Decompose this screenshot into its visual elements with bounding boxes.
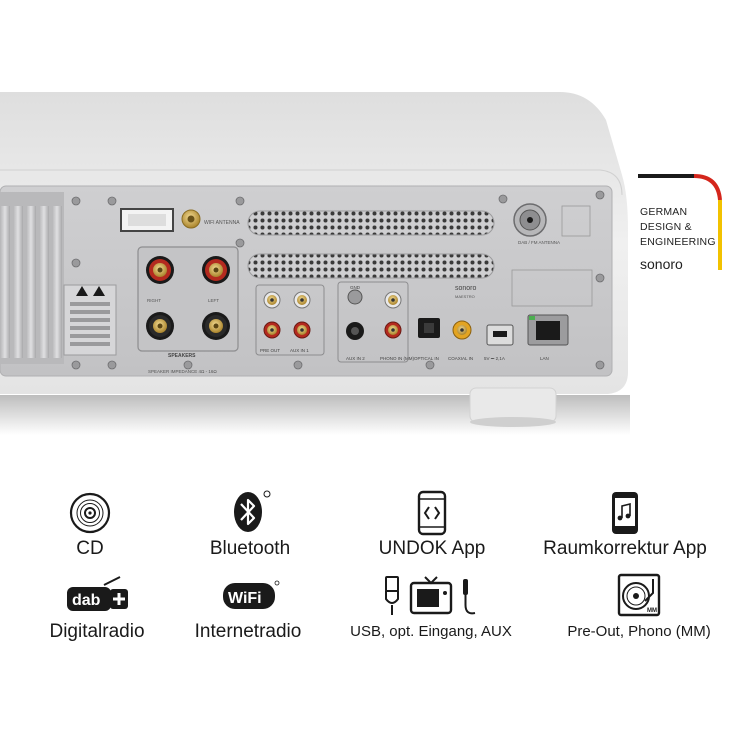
dab-icon-text: dab [72, 592, 101, 609]
left-label: LEFT [208, 298, 219, 303]
feature-cd: CD [40, 490, 140, 560]
coaxial-label: COAXIAL IN [448, 356, 473, 361]
bluetooth-icon [234, 490, 271, 532]
feature-internetradio-label: Internetradio [194, 621, 302, 642]
right-label: RIGHT [147, 298, 161, 303]
dab-plus-icon: dab [67, 576, 128, 611]
device-model: MAESTRO [455, 294, 475, 299]
lan-label: LAN [540, 356, 549, 361]
feature-usb-optical-aux-label: USB, opt. Eingang, AUX [350, 623, 512, 640]
speakers-label: SPEAKERS [168, 353, 196, 359]
gnd-label: GND [350, 285, 361, 290]
undok-app-icon [417, 490, 447, 536]
feature-bluetooth-label: Bluetooth [209, 538, 291, 559]
svg-text:MM: MM [647, 608, 657, 614]
feature-undok-app: UNDOK App [362, 490, 502, 560]
usb-optical-aux-icon [385, 576, 476, 615]
auxin1-label: AUX IN 1 [290, 348, 309, 353]
turntable-icon: MM [617, 573, 661, 617]
feature-room-correction-app: Raumkorrektur App [530, 490, 720, 560]
badge-brand: sonoro [640, 256, 683, 272]
device-brand: sonoro [455, 285, 477, 292]
wifi-icon-text: WiFi [228, 590, 262, 607]
feature-undok-app-label: UNDOK App [378, 538, 486, 559]
feature-preout-phono-label: Pre-Out, Phono (MM) [567, 623, 711, 640]
feature-digitalradio-label: Digitalradio [49, 621, 145, 642]
feature-room-correction-app-label: Raumkorrektur App [543, 538, 707, 559]
feature-bluetooth: Bluetooth [190, 490, 310, 560]
german-design-badge: GERMAN DESIGN & ENGINEERING sonoro [632, 170, 732, 280]
wifi-icon: WiFi [223, 580, 280, 609]
optical-label: OPTICAL IN [414, 356, 439, 361]
room-correction-app-icon [612, 492, 638, 534]
wifi-antenna-label: WIFI ANTENNA [204, 220, 240, 226]
cd-icon [69, 492, 111, 534]
feature-internetradio: WiFi Internetradio [182, 575, 314, 645]
dab-antenna-label: DAB / FM ANTENNA [518, 240, 560, 245]
badge-line-3: ENGINEERING [640, 236, 716, 248]
feature-usb-optical-aux: USB, opt. Eingang, AUX [336, 575, 526, 645]
usb-power-label: 5V ⎓ 2,1A [484, 356, 505, 361]
badge-line-1: GERMAN [640, 206, 688, 218]
flag-arc-icon [638, 174, 722, 270]
phono-label: PHONO IN (MM) [380, 356, 414, 361]
badge-line-2: DESIGN & [640, 221, 692, 233]
rca-jacks [263, 291, 311, 339]
device-rear-panel-photo: WIFI ANTENNA RIGHT LEFT SPEAKERS SPEAKER… [0, 92, 630, 435]
preout-label: PRE OUT [260, 348, 280, 353]
feature-digitalradio: dab Digitalradio [34, 575, 160, 645]
feature-cd-label: CD [76, 538, 104, 559]
speaker-terminals [146, 256, 230, 340]
feature-preout-phono: MM Pre-Out, Phono (MM) [554, 573, 724, 645]
impedance-label: SPEAKER IMPEDANCE 4Ω - 16Ω [148, 369, 217, 374]
auxin2-label: AUX IN 2 [346, 356, 365, 361]
